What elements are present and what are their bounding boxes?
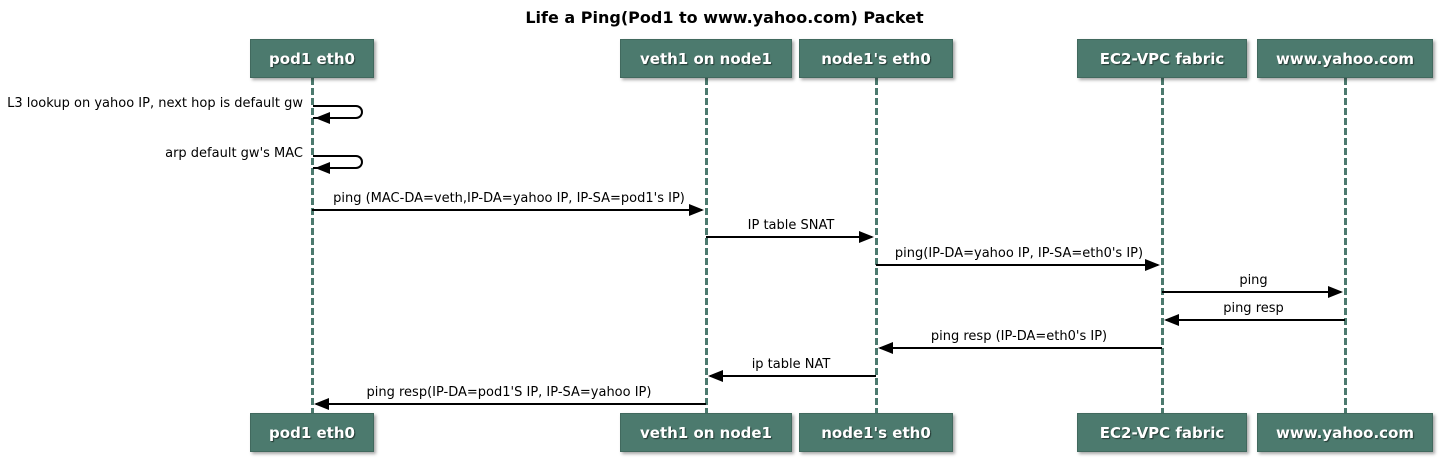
message-arrowhead bbox=[689, 204, 704, 216]
self-message-loop bbox=[313, 155, 363, 169]
message-arrow-line bbox=[312, 209, 702, 211]
message-arrow-line bbox=[706, 236, 872, 238]
participant-top-pod1: pod1 eth0 bbox=[250, 39, 374, 78]
self-message-arrowhead bbox=[315, 112, 330, 124]
message-arrowhead bbox=[1164, 314, 1179, 326]
message-label: ping resp (IP-DA=eth0's IP) bbox=[930, 329, 1108, 344]
self-message-arrowhead bbox=[315, 162, 330, 174]
participant-top-fabric: EC2-VPC fabric bbox=[1077, 39, 1247, 78]
message-arrowhead bbox=[314, 398, 329, 410]
message-label: ping(IP-DA=yahoo IP, IP-SA=eth0's IP) bbox=[894, 246, 1144, 261]
self-message-label: L3 lookup on yahoo IP, next hop is defau… bbox=[7, 96, 303, 111]
self-message-label: arp default gw's MAC bbox=[165, 146, 303, 161]
participant-top-eth0: node1's eth0 bbox=[799, 39, 953, 78]
message-label: ip table NAT bbox=[751, 357, 831, 372]
message-arrowhead bbox=[708, 370, 723, 382]
participant-bottom-veth1: veth1 on node1 bbox=[620, 413, 792, 452]
message-label: IP table SNAT bbox=[747, 218, 835, 233]
lifeline-pod1 bbox=[311, 78, 314, 413]
self-message-loop bbox=[313, 105, 363, 119]
lifeline-veth1 bbox=[705, 78, 708, 413]
participant-bottom-eth0: node1's eth0 bbox=[799, 413, 953, 452]
message-label: ping resp bbox=[1223, 301, 1284, 316]
lifeline-fabric bbox=[1161, 78, 1164, 413]
message-arrowhead bbox=[1145, 259, 1160, 271]
participant-top-yahoo: www.yahoo.com bbox=[1257, 39, 1433, 78]
participant-bottom-pod1: pod1 eth0 bbox=[250, 413, 374, 452]
lifeline-yahoo bbox=[1344, 78, 1347, 413]
message-arrowhead bbox=[1328, 286, 1343, 298]
lifeline-eth0 bbox=[875, 78, 878, 413]
message-arrow-line bbox=[1166, 319, 1345, 321]
message-arrowhead bbox=[859, 231, 874, 243]
message-label: ping resp(IP-DA=pod1'S IP, IP-SA=yahoo I… bbox=[366, 385, 652, 400]
message-arrow-line bbox=[880, 347, 1162, 349]
message-arrow-line bbox=[316, 403, 706, 405]
message-label: ping bbox=[1239, 273, 1268, 288]
diagram-title: Life a Ping(Pod1 to www.yahoo.com) Packe… bbox=[525, 8, 924, 27]
participant-bottom-fabric: EC2-VPC fabric bbox=[1077, 413, 1247, 452]
message-label: ping (MAC-DA=veth,IP-DA=yahoo IP, IP-SA=… bbox=[333, 191, 685, 206]
participant-bottom-yahoo: www.yahoo.com bbox=[1257, 413, 1433, 452]
message-arrow-line bbox=[710, 375, 876, 377]
message-arrow-line bbox=[876, 264, 1158, 266]
participant-top-veth1: veth1 on node1 bbox=[620, 39, 792, 78]
message-arrow-line bbox=[1162, 291, 1341, 293]
message-arrowhead bbox=[878, 342, 893, 354]
